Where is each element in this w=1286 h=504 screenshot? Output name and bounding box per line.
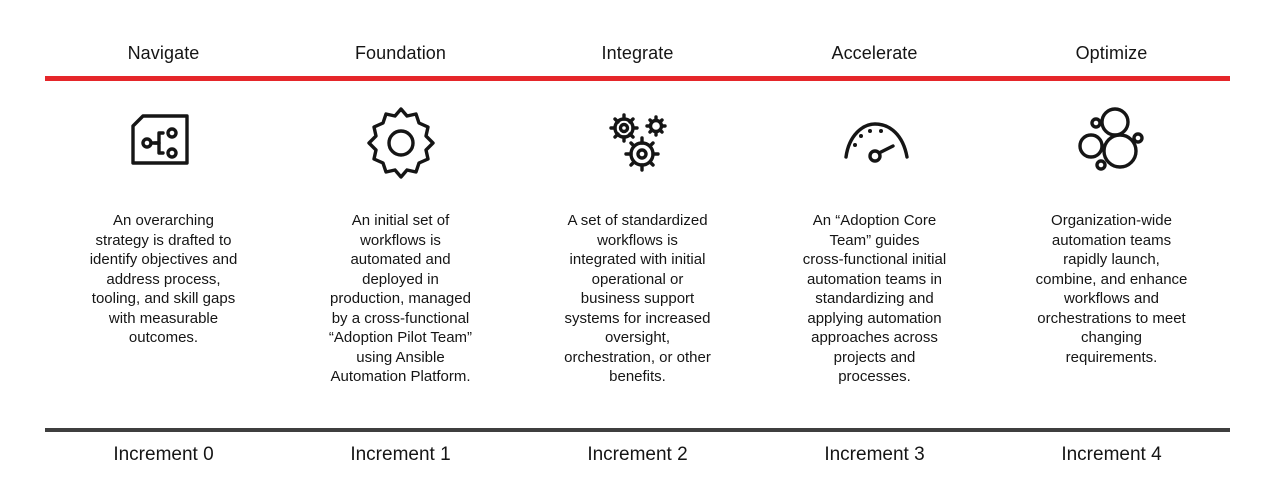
increment-label-4: Increment 4 xyxy=(1061,444,1162,465)
phase-foundation: Foundation An initial set of workflows i… xyxy=(282,0,519,504)
phase-description-accelerate: An “Adoption Core Team” guides cross-fun… xyxy=(802,212,947,385)
red-top-divider xyxy=(45,76,1230,81)
phase-optimize: Optimize Organization-wide automation te… xyxy=(993,0,1230,504)
increment-label-2: Increment 2 xyxy=(587,444,688,465)
three-gears-icon xyxy=(593,100,683,186)
phase-title-navigate: Navigate xyxy=(127,43,200,63)
increment-label-1: Increment 1 xyxy=(350,444,451,465)
phase-description-navigate: An overarching strategy is drafted to id… xyxy=(89,212,238,346)
phase-title-accelerate: Accelerate xyxy=(831,43,918,63)
bubbles-icon xyxy=(1067,100,1157,186)
phase-title-foundation: Foundation xyxy=(354,43,447,63)
phase-description-optimize: Organization-wide automation teams rapid… xyxy=(1035,212,1188,366)
circuit-board-icon xyxy=(119,100,209,186)
dark-bottom-divider xyxy=(45,428,1230,432)
phase-navigate: Navigate An overarching strategy is draf… xyxy=(45,0,282,504)
increment-label-0: Increment 0 xyxy=(113,444,214,465)
phase-description-foundation: An initial set of workflows is automated… xyxy=(328,212,473,385)
phase-accelerate: Accelerate An “Adoption Core Team” guide… xyxy=(756,0,993,504)
phase-title-integrate: Integrate xyxy=(601,43,674,63)
adoption-phases-grid: Navigate An overarching strategy is draf… xyxy=(45,0,1230,504)
phase-integrate: Integrate A set of standardize xyxy=(519,0,756,504)
phase-title-optimize: Optimize xyxy=(1075,43,1148,63)
single-gear-icon xyxy=(356,100,446,186)
speedometer-icon xyxy=(830,100,920,186)
phase-description-integrate: A set of standardized workflows is integ… xyxy=(564,212,711,385)
increment-label-3: Increment 3 xyxy=(824,444,925,465)
